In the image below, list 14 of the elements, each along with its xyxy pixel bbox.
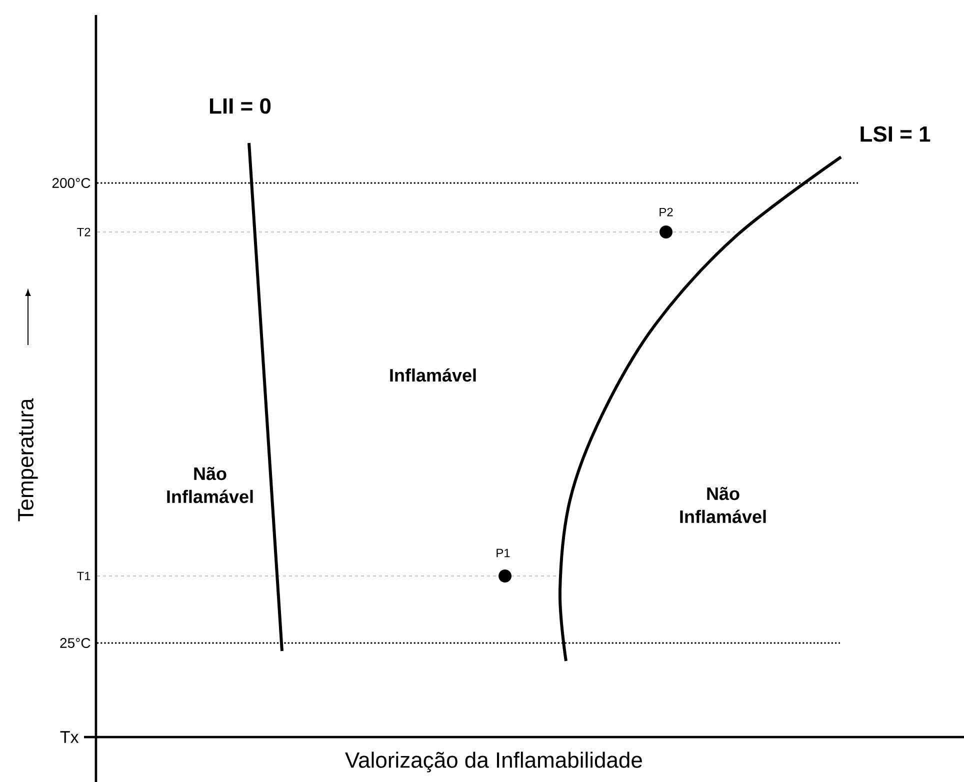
curve-label: LII = 0 [210,98,271,114]
point-label: P1 [496,548,510,558]
axis-label: Temperatura [18,398,38,522]
tick-label: T1 [77,572,90,580]
region-label: Não Inflamável [167,466,253,504]
tick-label: 25°C [60,638,90,648]
region-label: Inflamável [390,368,476,382]
tick-label: T2 [77,228,90,236]
curve-label: LSI = 1 [860,126,930,142]
tick-label: Tx [60,731,79,743]
point-label: P2 [660,208,673,216]
tick-label: 200°C [52,178,90,188]
region-label: Não Inflamável [680,486,766,524]
axis-label: Valorização da Inflamabilidade [345,752,642,772]
